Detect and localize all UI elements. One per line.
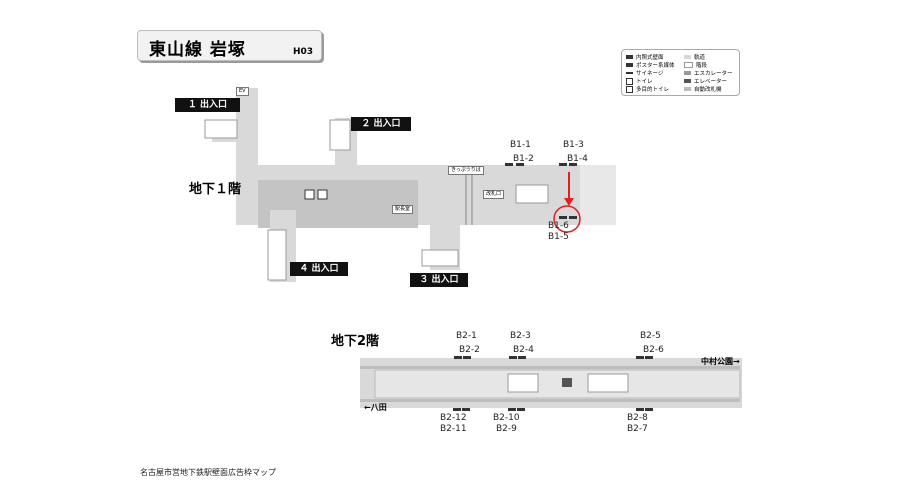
- station-title-box: 東山線 岩塚 H03: [137, 30, 322, 61]
- ad-code-b2-5: B2-5: [640, 331, 661, 341]
- station-title: 東山線 岩塚: [149, 40, 246, 60]
- direction-east: 中村公園→: [701, 357, 740, 366]
- b2-floor: [360, 356, 742, 411]
- ad-code-b2-4: B2-4: [513, 345, 534, 355]
- ad-code-b1-1: B1-1: [510, 140, 531, 150]
- ad-code-b2-2: B2-2: [459, 345, 480, 355]
- station-code: H03: [292, 47, 313, 57]
- legend-item: 多目的トイレ: [626, 85, 669, 93]
- exit1-corridor: [236, 88, 258, 168]
- ad-code-b1-6: B1-6: [548, 221, 569, 231]
- ad-code-b1-5: B1-5: [548, 232, 569, 242]
- floor-label-b2: 地下2階: [331, 334, 380, 349]
- ad-code-b1-2: B1-2: [513, 154, 534, 164]
- legend-item: サイネージ: [626, 69, 663, 77]
- ad-code-b2-3: B2-3: [510, 331, 531, 341]
- ev-label: EV: [236, 87, 249, 96]
- ad-code-b2-6: B2-6: [643, 345, 664, 355]
- legend-item: 内照式壁面: [626, 53, 664, 61]
- footer-caption: 名古屋市営地下鉄駅壁面広告枠マップ: [140, 468, 276, 477]
- legend-item: エスカレーター: [684, 69, 733, 77]
- gate-label: 改札口: [483, 190, 505, 199]
- b1-floor: [204, 88, 616, 282]
- legend-item: トイレ: [626, 77, 653, 85]
- ad-code-b2-1: B2-1: [456, 331, 477, 341]
- ad-code-b2-11: B2-11: [440, 424, 467, 434]
- legend: 内照式壁面 ポスター系媒体 サイネージ トイレ 多目的トイレ 軌道 階段 エスカ…: [621, 49, 740, 96]
- legend-item: ポスター系媒体: [626, 61, 675, 69]
- ad-code-b1-3: B1-3: [563, 140, 584, 150]
- direction-west: ←八田: [364, 403, 387, 412]
- ad-code-b2-7: B2-7: [627, 424, 648, 434]
- ad-code-b1-4: B1-4: [567, 154, 588, 164]
- ad-code-b2-12: B2-12: [440, 413, 467, 423]
- legend-item: 自動改札機: [684, 85, 722, 93]
- exit-2-tag: ２ 出入口: [351, 117, 411, 131]
- ad-code-b2-10: B2-10: [493, 413, 520, 423]
- legend-item: 階段: [684, 61, 707, 69]
- office-label: 駅長室: [392, 205, 414, 214]
- exit-4-tag: ４ 出入口: [290, 262, 348, 276]
- floor-label-b1: 地下１階: [189, 182, 242, 197]
- b1-east-end: [580, 165, 616, 225]
- ad-code-b2-8: B2-8: [627, 413, 648, 423]
- ad-code-b2-9: B2-9: [496, 424, 517, 434]
- legend-item: エレベーター: [684, 77, 727, 85]
- ticket-area-label: きっぷうりば: [448, 166, 484, 175]
- exit-1-tag: １ 出入口: [175, 98, 240, 112]
- exit-3-tag: ３ 出入口: [410, 273, 468, 287]
- legend-item: 軌道: [684, 53, 705, 61]
